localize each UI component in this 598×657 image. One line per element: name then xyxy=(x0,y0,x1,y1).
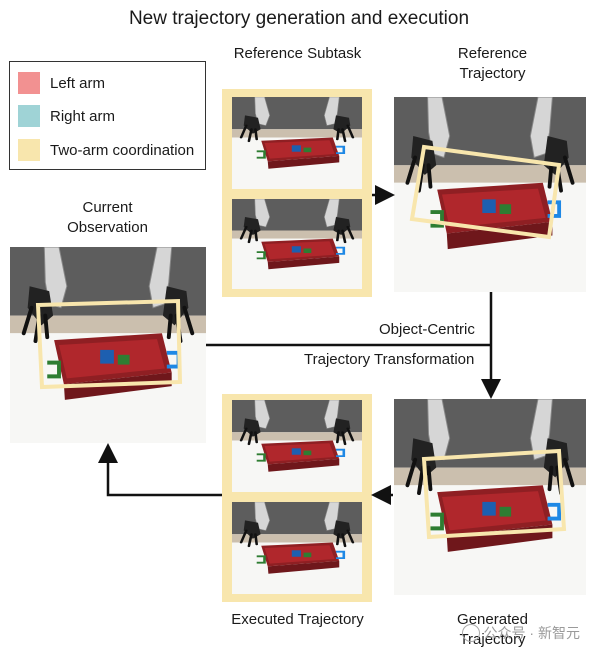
generated-trajectory-image xyxy=(394,399,586,595)
caption-reference-subtask: Reference Subtask xyxy=(233,45,362,62)
legend: Left arm Right arm Two-arm coordination xyxy=(9,61,206,170)
watermark-text: 公众号 · 新智元 xyxy=(483,625,580,641)
watermark: 公众号 · 新智元 xyxy=(461,623,580,643)
caption-current-observation: Current Observation xyxy=(67,199,148,236)
caption-executed-trajectory: Executed Trajectory xyxy=(231,611,364,628)
legend-label: Right arm xyxy=(50,107,116,125)
right-arm-swatch xyxy=(18,105,40,127)
reference-trajectory-overlay xyxy=(409,144,562,240)
caption-reference-trajectory: Reference Trajectory xyxy=(457,45,528,82)
current-observation-overlay xyxy=(35,298,183,390)
generated-trajectory-overlay xyxy=(421,448,567,540)
legend-item-two-arm: Two-arm coordination xyxy=(18,138,194,162)
executed-trajectory-panel xyxy=(222,394,372,602)
legend-label: Two-arm coordination xyxy=(50,141,195,159)
transform-label-line2: Trajectory Transformation xyxy=(302,351,477,368)
reference-trajectory-image xyxy=(394,97,586,292)
left-arm-swatch xyxy=(18,72,40,94)
wechat-icon xyxy=(461,624,480,642)
legend-label: Left arm xyxy=(50,74,106,92)
two-arm-swatch xyxy=(18,139,40,161)
arrow-executed-to-observation xyxy=(98,443,222,497)
legend-item-right-arm: Right arm xyxy=(18,104,115,128)
current-observation-image xyxy=(10,247,206,443)
diagram-title: New trajectory generation and execution xyxy=(128,8,470,29)
legend-item-left-arm: Left arm xyxy=(18,71,105,95)
transform-label-line1: Object-Centric xyxy=(377,321,477,338)
reference-subtask-panel xyxy=(222,89,372,297)
